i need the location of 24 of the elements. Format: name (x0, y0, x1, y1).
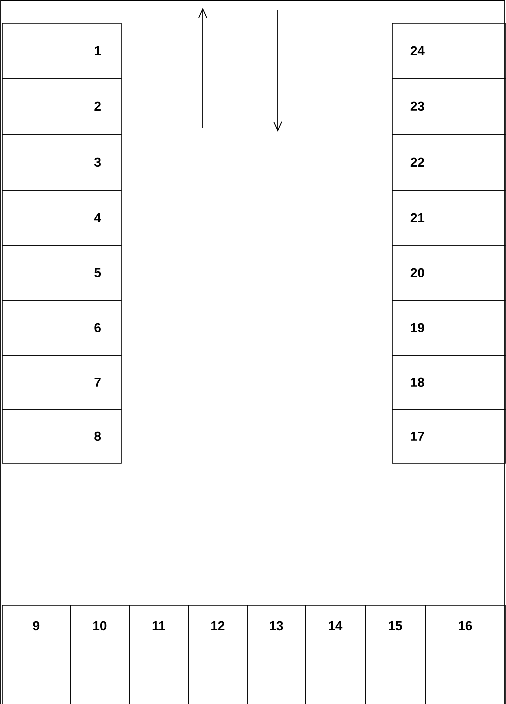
parking-space: 16 (425, 605, 506, 704)
parking-space: 23 (392, 78, 506, 135)
parking-space: 22 (392, 134, 506, 191)
parking-space: 3 (2, 134, 122, 191)
parking-space: 18 (392, 355, 506, 410)
parking-space: 15 (365, 605, 426, 704)
parking-space: 20 (392, 245, 506, 301)
parking-space: 10 (70, 605, 130, 704)
parking-space: 11 (129, 605, 189, 704)
parking-space: 14 (305, 605, 366, 704)
parking-space: 8 (2, 409, 122, 464)
parking-space: 2 (2, 78, 122, 135)
parking-space: 5 (2, 245, 122, 301)
parking-space: 21 (392, 190, 506, 246)
parking-space: 9 (2, 605, 71, 704)
parking-space: 19 (392, 300, 506, 356)
parking-space: 17 (392, 409, 506, 464)
parking-space: 24 (392, 23, 506, 79)
parking-space: 6 (2, 300, 122, 356)
parking-space: 12 (188, 605, 248, 704)
parking-space: 4 (2, 190, 122, 246)
parking-space: 7 (2, 355, 122, 410)
parking-space: 1 (2, 23, 122, 79)
parking-space: 13 (247, 605, 306, 704)
